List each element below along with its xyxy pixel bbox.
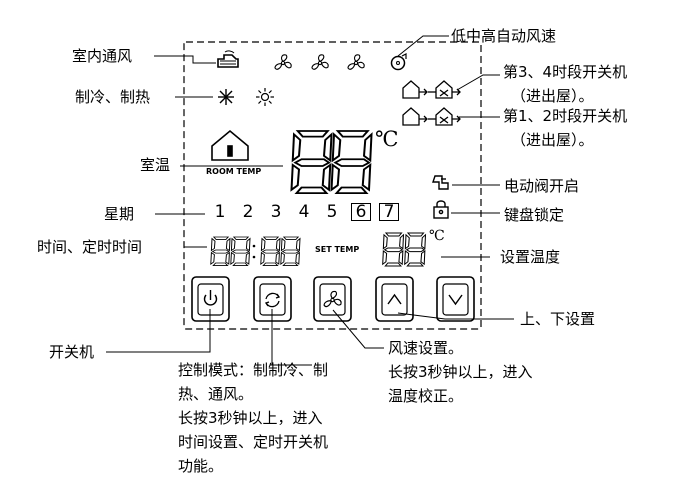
label-control-mode-line-5: 功能。 [178, 457, 224, 475]
leader-lines [106, 35, 514, 366]
label-week: 星期 [104, 205, 135, 223]
time-digit-3 [260, 236, 281, 267]
power-icon [203, 290, 218, 306]
set-temp-caption: SET TEMP [315, 245, 360, 254]
label-period-12-line-1: 第1、2时段开关机 [503, 107, 628, 125]
label-fan-speed-line-3: 温度校正。 [388, 387, 464, 405]
cool-snowflake-icon [218, 89, 234, 105]
chevron-up-icon [387, 293, 402, 305]
label-set-temp: 设置温度 [500, 248, 561, 266]
label-period-12-line-2: （进出屋）。 [511, 131, 594, 149]
room-temp-digit-2 [330, 130, 373, 195]
label-room-temp: 室温 [140, 156, 171, 174]
label-up-down: 上、下设置 [520, 310, 596, 328]
label-control-mode-line-1: 控制模式：制制冷、制 [178, 361, 329, 379]
label-power: 开关机 [49, 343, 95, 361]
time-digit-2 [230, 236, 251, 267]
ventilation-icon [217, 50, 239, 68]
up-button[interactable] [375, 276, 414, 322]
weekday-1: 1 [214, 202, 226, 222]
period-12-icons [402, 107, 461, 126]
weekday-4: 4 [298, 202, 310, 222]
time-colon-icon [252, 244, 256, 259]
time-digit-1 [210, 236, 231, 267]
fan-speed-icon [323, 290, 342, 308]
heat-sun-icon [256, 88, 274, 106]
weekday-6: 6 [351, 203, 371, 221]
label-period-34-line-1: 第3、4时段开关机 [503, 63, 628, 81]
label-fan-speed-line-2: 长按3秒钟以上，进入 [388, 363, 533, 381]
set-temp-unit: ℃ [429, 228, 445, 244]
room-temp-digit-1 [290, 130, 333, 195]
label-period-12: 第1、2时段开关机 （进出屋）。 [503, 104, 627, 152]
valve-icon [432, 175, 449, 190]
label-period-34-line-2: （进出屋）。 [511, 87, 594, 105]
label-fan-speed-line-1: 风速设置。 [388, 339, 464, 357]
set-temp-digit-2 [404, 232, 427, 267]
weekday-7: 7 [379, 203, 399, 221]
mode-cycle-icon [264, 292, 281, 308]
weekday-3: 3 [270, 202, 282, 222]
fan-auto-icon [390, 53, 407, 71]
label-fan-speed-setting: 风速设置。 长按3秒钟以上，进入 温度校正。 [388, 336, 533, 408]
label-control-mode: 控制模式：制制冷、制 热、通风。 长按3秒钟以上，进入 时间设置、定时开关机 功… [178, 358, 328, 478]
set-temp-digit-1 [382, 232, 405, 267]
down-button[interactable] [436, 276, 475, 322]
label-control-mode-line-4: 时间设置、定时开关机 [178, 433, 329, 451]
lcd-panel-border [183, 41, 482, 330]
label-time: 时间、定时时间 [37, 238, 143, 256]
fan-speed-button[interactable] [313, 276, 352, 322]
lock-icon [433, 200, 449, 219]
label-period-34: 第3、4时段开关机 （进出屋）。 [503, 60, 627, 108]
fan-low-icon [274, 54, 292, 70]
room-temp-caption: ROOM TEMP [206, 167, 262, 176]
weekday-5: 5 [326, 202, 338, 222]
room-temp-unit: ℃ [375, 127, 399, 151]
fan-mid-icon [311, 54, 329, 70]
label-keypad-lock: 键盘锁定 [504, 206, 565, 224]
weekday-2: 2 [242, 202, 254, 222]
fan-high-icon [347, 54, 365, 70]
time-digit-4 [280, 236, 301, 267]
label-electric-valve: 电动阀开启 [504, 177, 580, 195]
label-control-mode-line-2: 热、通风。 [178, 385, 254, 403]
label-control-mode-line-3: 长按3秒钟以上，进入 [178, 409, 323, 427]
period-34-icons [402, 80, 461, 99]
label-cool-heat: 制冷、制热 [75, 88, 151, 106]
chevron-down-icon [448, 294, 463, 306]
label-indoor-ventilation: 室内通风 [72, 47, 133, 65]
room-temp-house-icon [211, 129, 249, 161]
label-fan-speed-levels: 低中高自动风速 [451, 27, 557, 45]
